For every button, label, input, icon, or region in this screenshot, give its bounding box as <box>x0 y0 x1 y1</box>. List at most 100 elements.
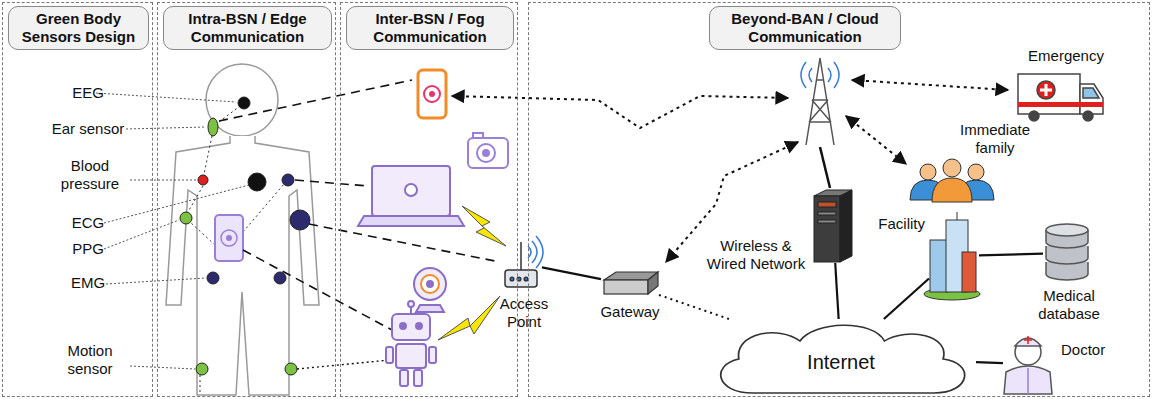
node-label: Internet <box>706 350 976 374</box>
router-icon-part <box>505 270 537 287</box>
leader-lines-part <box>96 93 236 102</box>
icon-node: Medical database <box>1043 223 1093 283</box>
ambulance-icon-part <box>1083 111 1093 121</box>
node-label: Gateway <box>598 303 662 321</box>
sensors-part <box>207 272 219 284</box>
body-phone-part <box>215 215 243 261</box>
device-links-part <box>219 80 412 121</box>
gateway-icon-part <box>604 280 648 294</box>
family-icon-part <box>968 164 984 180</box>
robot-icon-part <box>416 323 422 329</box>
wireless-links-part <box>852 80 1008 90</box>
database-icon-part <box>1046 224 1088 236</box>
laptop-icon-part <box>405 184 417 196</box>
ambulance-icon-part <box>1037 81 1055 99</box>
server-icon-part <box>818 202 836 207</box>
server-icon-part <box>818 212 836 215</box>
sensor-label: PPG <box>48 240 128 258</box>
robot-icon-part <box>400 370 408 386</box>
node-label: Medical database <box>1028 287 1110 323</box>
leader-lines-part <box>106 278 206 284</box>
body-links-part <box>204 136 212 174</box>
lightning-bolts-part <box>462 206 506 246</box>
camera-icon <box>468 133 508 168</box>
gateway-icon <box>604 272 658 294</box>
building-icon-part <box>962 252 976 292</box>
sensors-part <box>198 175 208 185</box>
leader-lines-part <box>126 127 206 129</box>
icon-node: Doctor <box>1003 333 1057 395</box>
device-links <box>219 80 500 330</box>
sensor-label: EMG <box>48 274 128 292</box>
webcam-icon-part <box>416 305 444 312</box>
webcam-icon-part <box>421 275 439 293</box>
lightning-bolts-part <box>438 296 500 340</box>
sensor-label: ECG <box>48 214 128 232</box>
icon-node: Wireless & Wired Network <box>813 191 853 263</box>
node-label: Immediate family <box>949 121 1041 157</box>
region-panel: Intra-BSN / Edge Communication <box>157 2 336 397</box>
body-links-part <box>190 222 215 245</box>
sensor-label: EEG <box>48 84 128 102</box>
sensors-part <box>208 118 218 136</box>
ambulance-icon-part <box>1040 84 1052 96</box>
wireless-links-part <box>846 116 906 164</box>
body-phone-part <box>226 235 232 241</box>
body-links-part <box>188 186 203 212</box>
sensors-part <box>238 97 250 109</box>
motion-link <box>297 360 390 369</box>
family-icon <box>910 159 994 202</box>
panel-heading: Inter-BSN / Fog Communication <box>346 6 514 50</box>
sensors-part <box>274 272 286 284</box>
leader-lines-part <box>130 180 196 181</box>
laptop-icon <box>358 166 464 226</box>
network-link <box>835 263 838 319</box>
server-icon-part <box>840 190 852 262</box>
network-link <box>976 361 1003 364</box>
router-icon-part <box>536 236 543 268</box>
sensors-part <box>180 212 192 224</box>
database-icon <box>1046 224 1088 280</box>
server-icon-part <box>818 220 836 223</box>
laptop-icon-part <box>358 216 464 226</box>
node-label: Access Point <box>493 295 555 331</box>
panel-heading: Green Body Sensors Design <box>8 6 149 50</box>
doctor-icon <box>1004 336 1052 394</box>
tower-link <box>820 147 830 188</box>
server-icon <box>814 190 852 262</box>
network-link <box>659 295 729 319</box>
region-panel: GatewayInternet Wireless & Wired Network F… <box>528 2 1150 397</box>
camera-icon-part <box>468 138 508 168</box>
camera-icon-part <box>473 133 483 138</box>
family-icon-part <box>943 159 961 177</box>
camera-icon-part <box>477 144 495 162</box>
phone-icon-part <box>424 86 440 102</box>
doctor-icon-part <box>1024 336 1032 344</box>
building-icon-part <box>930 240 948 292</box>
body-links-part <box>200 375 201 395</box>
robot-icon-part <box>414 370 422 386</box>
node-label: Facility <box>863 215 925 233</box>
router-icon <box>505 236 543 287</box>
body-phone-part <box>221 230 237 246</box>
router-icon-part <box>510 277 514 281</box>
body-phone <box>215 215 243 261</box>
leader-lines-part <box>130 366 195 369</box>
sensor-label: Ear sensor <box>46 120 130 138</box>
network-link <box>542 267 601 279</box>
icon-node: Facility <box>929 213 979 299</box>
building-icon-part <box>957 212 958 220</box>
robot-icon <box>386 301 436 386</box>
device-links-part <box>243 250 392 330</box>
icon-node: Gateway <box>601 271 659 299</box>
webcam-icon-part <box>427 281 433 287</box>
body-outline-part <box>206 64 278 136</box>
doctor-icon-part <box>1027 368 1029 394</box>
sensors-part <box>248 173 266 191</box>
ambulance-icon-part <box>1080 84 1103 114</box>
body-links-part <box>243 184 284 232</box>
body-outline <box>166 64 319 395</box>
device-links-part <box>295 180 368 186</box>
sensors-part <box>290 210 310 230</box>
